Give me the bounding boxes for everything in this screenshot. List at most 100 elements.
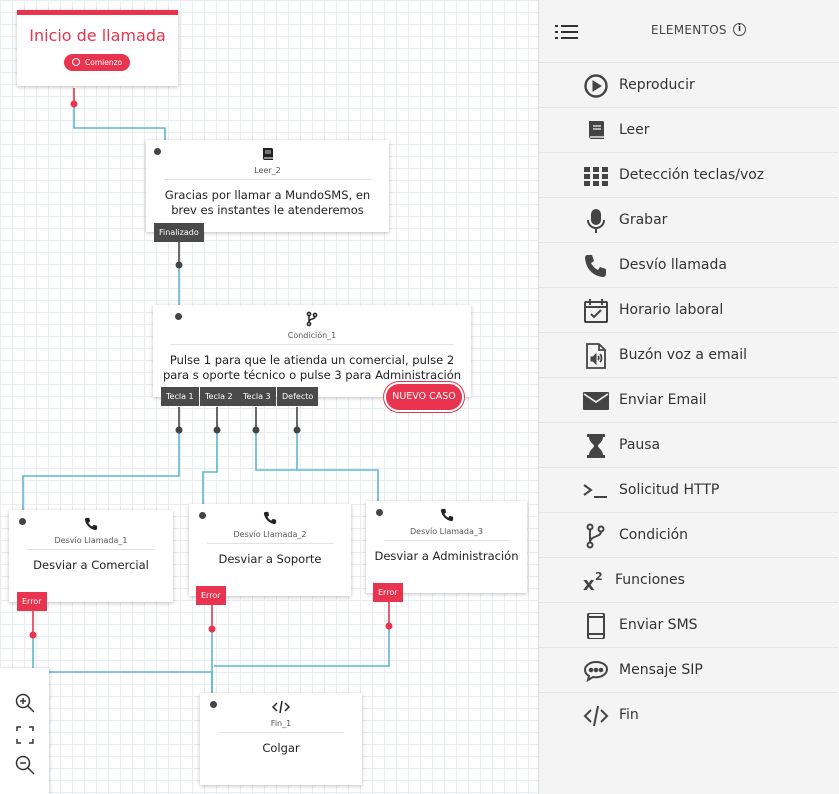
element-reproducir[interactable]: Reproducir [539, 63, 838, 108]
fin-node[interactable]: Fin_1 Colgar [200, 693, 362, 785]
panel-title: ELEMENTOS [651, 23, 727, 37]
node-text: Colgar [262, 741, 300, 755]
circle-icon [72, 58, 80, 66]
element-enviar-sms[interactable]: Enviar SMS [539, 603, 838, 648]
exit-error-1[interactable]: Error [17, 592, 47, 611]
node-text: Desviar a Soporte [218, 552, 322, 566]
terminal-icon [583, 478, 609, 504]
node-name: Leer_2 [164, 166, 371, 180]
keypad-icon [583, 163, 609, 189]
element-label: Fin [619, 707, 639, 723]
input-port[interactable] [19, 518, 26, 525]
book-icon [583, 118, 609, 144]
input-port[interactable] [175, 313, 182, 320]
new-case-button[interactable]: NUEVO CASO [386, 384, 462, 410]
branch-icon [153, 311, 471, 329]
exit-defecto[interactable]: Defecto [277, 387, 319, 406]
input-port[interactable] [376, 509, 383, 516]
exit-tecla-1[interactable]: Tecla 1 [161, 387, 199, 406]
svg-text:x: x [583, 574, 595, 594]
phone-icon [583, 253, 609, 279]
element-label: Grabar [619, 212, 668, 228]
list-icon[interactable] [555, 24, 579, 44]
flow-canvas[interactable]: Inicio de llamada Comienzo Leer_2 Gracia… [0, 0, 540, 794]
element-label: Mensaje SIP [619, 662, 703, 678]
element-solicitud-http[interactable]: Solicitud HTTP [539, 468, 838, 513]
exit-error-3[interactable]: Error [373, 583, 403, 602]
book-icon [146, 146, 389, 164]
node-text: Gracias por llamar a MundoSMS, en brev e… [164, 188, 371, 217]
element-label: Desvío llamada [619, 257, 727, 273]
node-text: Desviar a Comercial [33, 558, 149, 572]
calendar-icon [583, 298, 609, 324]
svg-text:2: 2 [595, 570, 603, 583]
exit-tecla-3[interactable]: Tecla 3 [238, 387, 276, 406]
code-icon [583, 703, 609, 729]
start-title: Inicio de llamada [29, 26, 166, 45]
mobile-icon [583, 612, 609, 640]
input-port[interactable] [199, 512, 206, 519]
start-node[interactable]: Inicio de llamada Comienzo [17, 10, 178, 86]
chat-icon [583, 658, 609, 684]
desvio-node-1[interactable]: Desvío Llamada_1 Desviar a Comercial [9, 510, 173, 602]
zoom-toolbar [0, 668, 49, 794]
input-port[interactable] [154, 148, 161, 155]
branch-icon [583, 523, 609, 549]
node-name: Desvío Llamada_3 [384, 527, 509, 541]
element-label: Enviar Email [619, 392, 707, 408]
element-condicion[interactable]: Condición [539, 513, 838, 558]
fit-screen-icon[interactable] [14, 724, 36, 746]
element-label: Reproducir [619, 77, 695, 93]
exit-tecla-2[interactable]: Tecla 2 [200, 387, 238, 406]
element-label: Pausa [619, 437, 661, 453]
node-name: Condición_1 [171, 331, 453, 345]
info-icon[interactable]: i [733, 23, 746, 36]
element-grabar[interactable]: Grabar [539, 198, 838, 243]
envelope-icon [583, 388, 609, 414]
element-fin[interactable]: Fin [539, 693, 838, 737]
phone-icon [189, 510, 351, 528]
start-badge[interactable]: Comienzo [64, 54, 130, 71]
play-icon [583, 73, 609, 99]
element-pausa[interactable]: Pausa [539, 423, 838, 468]
node-name: Desvío Llamada_2 [207, 530, 333, 544]
element-enviar-email[interactable]: Enviar Email [539, 378, 838, 423]
element-label: Leer [619, 122, 650, 138]
zoom-in-icon[interactable] [14, 692, 36, 714]
microphone-icon [583, 208, 609, 234]
element-label: Detección teclas/voz [619, 167, 765, 183]
element-leer[interactable]: Leer [539, 108, 838, 153]
element-label: Enviar SMS [619, 617, 698, 633]
input-port[interactable] [210, 701, 217, 708]
desvio-node-2[interactable]: Desvío Llamada_2 Desviar a Soporte [189, 504, 351, 596]
condicion-node[interactable]: Condición_1 Pulse 1 para que le atienda … [153, 305, 471, 397]
element-label: Funciones [615, 572, 685, 588]
node-name: Desvío Llamada_1 [27, 536, 155, 550]
code-icon [200, 699, 362, 717]
hourglass-icon [583, 433, 609, 459]
zoom-out-icon[interactable] [14, 754, 36, 776]
element-label: Horario laboral [619, 302, 724, 318]
element-buzon[interactable]: Buzón voz a email [539, 333, 838, 378]
node-text: Pulse 1 para que le atienda un comercial… [162, 353, 462, 382]
element-deteccion[interactable]: Detección teclas/voz [539, 153, 838, 198]
desvio-node-3[interactable]: Desvío Llamada_3 Desviar a Administració… [366, 501, 527, 593]
phone-icon [366, 507, 527, 525]
audio-file-icon [583, 343, 609, 369]
connection-wires [22, 88, 393, 693]
element-mensaje-sip[interactable]: Mensaje SIP [539, 648, 838, 693]
element-label: Solicitud HTTP [619, 482, 720, 498]
element-label: Condición [619, 527, 689, 543]
element-label: Buzón voz a email [619, 347, 748, 363]
leer-node[interactable]: Leer_2 Gracias por llamar a MundoSMS, en… [146, 140, 389, 232]
elements-panel: ELEMENTOS i Reproducir Leer Detección te… [538, 0, 839, 794]
node-name: Fin_1 [218, 719, 344, 733]
exit-finalizado[interactable]: Finalizado [154, 223, 204, 242]
exit-error-2[interactable]: Error [196, 586, 226, 605]
node-text: Desviar a Administración [374, 549, 519, 563]
element-desvio[interactable]: Desvío llamada [539, 243, 838, 288]
element-horario[interactable]: Horario laboral [539, 288, 838, 333]
phone-icon [9, 516, 173, 534]
